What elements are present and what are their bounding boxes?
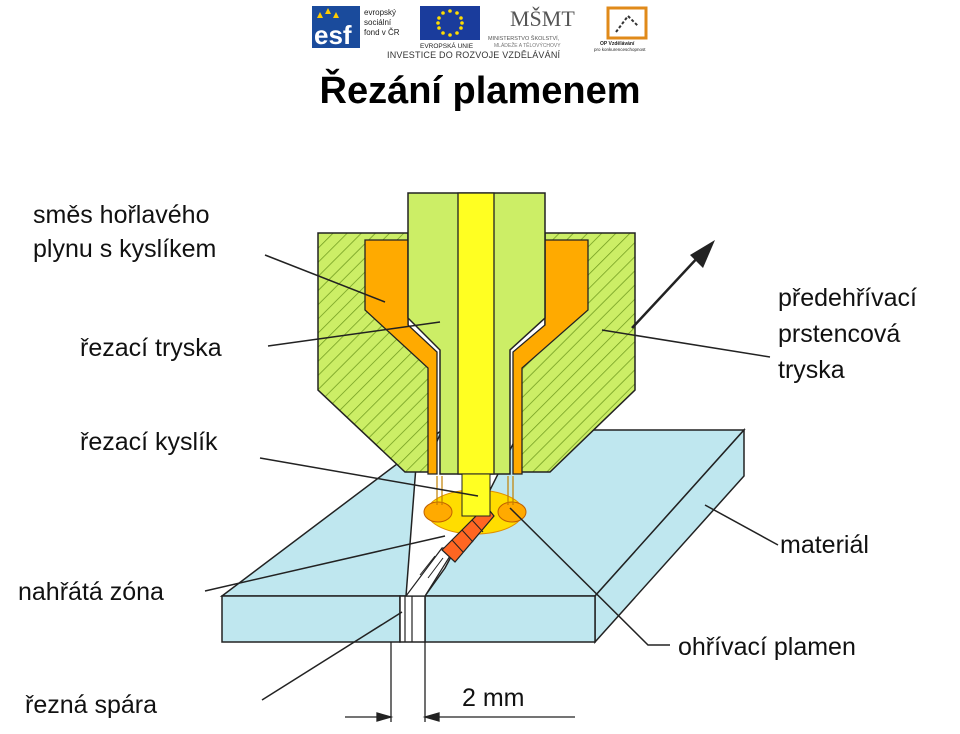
label-ohrivaci-plamen: ohřívací plamen [678, 633, 856, 661]
logo-graphics: esf evropský sociální fond v ČR EVROPSKÁ… [312, 6, 648, 52]
eu-caption: EVROPSKÁ UNIE [420, 41, 474, 50]
label-smes-1: směs hořlavého [33, 201, 209, 229]
investice-caption: INVESTICE DO ROZVOJE VZDĚLÁVÁNÍ [387, 50, 561, 60]
label-rezna-spara: řezná spára [25, 691, 157, 719]
logo-bar: esf evropský sociální fond v ČR EVROPSKÁ… [310, 2, 670, 62]
op-logo [606, 6, 648, 40]
plate-front-left [221, 595, 401, 643]
op-caption-2: pro konkurenceschopnost [594, 47, 646, 52]
direction-arrow [631, 240, 715, 329]
flame-left [423, 501, 453, 523]
label-dimension: 2 mm [462, 684, 525, 712]
label-smes-2: plynu s kyslíkem [33, 235, 216, 263]
eu-flag-logo [420, 6, 480, 40]
label-predehrivaci-1: předehřívací [778, 284, 917, 312]
label-rezaci-tryska: řezací tryska [80, 334, 222, 362]
kerf-dimension [345, 642, 575, 722]
kerf [399, 547, 457, 643]
msmt-caption-2: MLÁDEŽE A TĚLOVÝCHOVY [494, 41, 561, 49]
label-predehrivaci-2: prstencová [778, 320, 900, 348]
msmt-caption-1: MINISTERSTVO ŠKOLSTVÍ, [488, 35, 560, 42]
msmt-logo: MŠMT [510, 6, 575, 31]
op-caption-1: OP Vzdělávání [600, 41, 635, 47]
label-nahrata-zona: nahřátá zóna [18, 578, 164, 606]
leader-lines [204, 254, 779, 701]
esf-logo: esf [312, 6, 360, 50]
label-predehrivaci-3: tryska [778, 356, 845, 384]
page-title: Řezání plamenem [319, 70, 641, 112]
label-material: materiál [780, 531, 869, 559]
preheat-jets [436, 476, 514, 505]
oxygen-channel [457, 192, 495, 475]
esf-caption-1: evropský [364, 8, 396, 17]
esf-caption-2: sociální [364, 18, 392, 27]
label-rezaci-kyslik: řezací kyslík [80, 428, 218, 456]
gas-mixture-channel-right [512, 239, 589, 475]
esf-wordmark: esf [314, 20, 352, 50]
molten-cut [441, 505, 495, 563]
plate-front-right [424, 595, 596, 643]
esf-caption-3: fond v ČR [364, 28, 400, 37]
